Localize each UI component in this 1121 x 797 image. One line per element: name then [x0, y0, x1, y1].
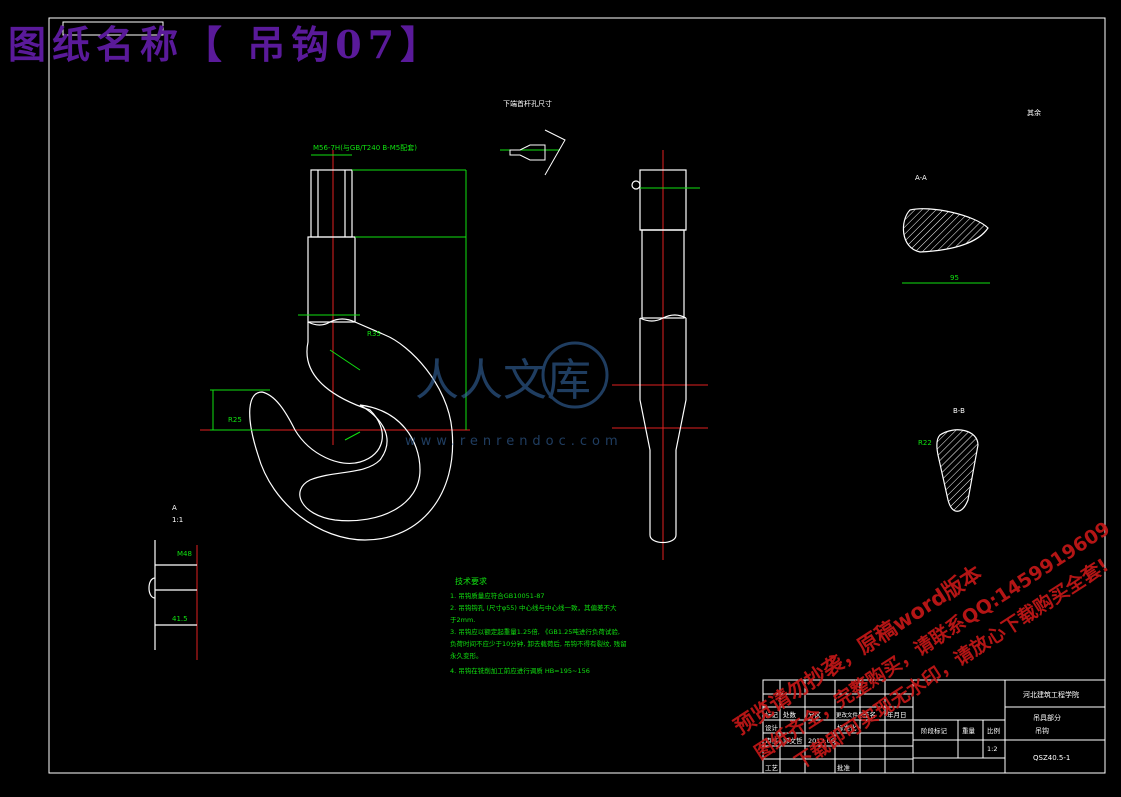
tb-cell: 批准	[837, 763, 851, 772]
section-bb-shape	[936, 429, 979, 512]
tb-cell: 工艺	[765, 764, 779, 772]
tb-header: 签名	[863, 710, 876, 719]
title-block-grid	[762, 679, 1106, 774]
section-aa-label: A-A	[915, 174, 927, 182]
lower-hole-detail	[509, 129, 566, 176]
watermark-logo-text: 人人文库	[415, 355, 591, 406]
tb-header: 标记	[765, 710, 779, 719]
tb-scale-value: 1:2	[987, 745, 997, 753]
dim-r35: R35	[367, 330, 381, 338]
title-block-text: 河北建筑工程学院 吊具部分 吊钩 QSZ40.5-1 阶段标记 重量 比例 1:…	[765, 690, 1079, 772]
tb-part-name: 吊钩	[1035, 726, 1049, 735]
watermark-logo-url: www.renrendoc.com	[405, 434, 623, 449]
tech-req-line: 2. 吊钩钩孔 (尺寸φ55) 中心线与中心线一致，其偏差不大	[450, 603, 617, 612]
renrendoc-watermark: 人人文库 www.renrendoc.com	[405, 341, 623, 449]
tech-req-line: 负荷时间不应少于10分钟, 卸去载荷后, 吊钩不得有裂纹, 残留	[450, 639, 627, 648]
section-aa-shape	[902, 208, 989, 253]
dim-r25: R25	[228, 416, 242, 424]
tech-req-line: 1. 吊钩质量应符合GB10051-87	[450, 591, 545, 600]
tb-cell: 审核	[765, 736, 779, 745]
lower-hole-title: 下端首杆孔尺寸	[503, 99, 552, 108]
tb-header: 年月日	[887, 710, 907, 719]
tb-header: 处数	[783, 710, 797, 719]
tb-scale-label: 比例	[987, 726, 1000, 735]
roughness-note: 其余	[1027, 108, 1041, 117]
tb-cell: 2013.06	[808, 737, 835, 745]
tb-cell: 设计	[765, 723, 779, 732]
thread-callout: M56-7H(与GB/T240 B-M5配套)	[313, 143, 417, 152]
dim-r22: R22	[918, 439, 932, 447]
tb-cell: 标准化	[837, 723, 857, 732]
dim-m48: M48	[177, 550, 192, 558]
dim-41-5: 41.5	[172, 615, 188, 623]
tech-requirements: 技术要求 1. 吊钩质量应符合GB10051-87 2. 吊钩钩孔 (尺寸φ55…	[450, 576, 627, 675]
tech-req-heading: 技术要求	[455, 576, 487, 586]
drawing-title-stamp: 图纸名称【 吊钩07】	[8, 22, 445, 67]
tb-part-group: 吊具部分	[1033, 713, 1061, 722]
tb-stage-mark: 阶段标记	[921, 726, 948, 735]
tb-header: 更改文件号	[836, 711, 864, 719]
diagonal-watermark: 预览请勿抄袭，原稿word版本 图纸齐全，完整购买，请联系QQ:14599196…	[730, 517, 1115, 775]
tech-req-line: 3. 吊钩应以额定起重量1.25倍, 《GB1.25吨进行负荷试验,	[450, 627, 620, 636]
corner-tag-box	[62, 21, 164, 36]
hook-front-view	[249, 169, 454, 541]
dimension-lines	[210, 149, 990, 441]
dim-95: 95	[950, 274, 959, 282]
tech-req-line: 于2mm.	[450, 616, 475, 624]
tb-header: 分区	[808, 710, 822, 719]
tech-req-line: 4. 吊钩在铣削加工前应进行调质 HB=195~156	[450, 666, 590, 675]
view-a-scale: 1:1	[172, 516, 183, 524]
tb-drawing-no: QSZ40.5-1	[1033, 754, 1070, 762]
dimension-labels: M56-7H(与GB/T240 B-M5配套) 95 R22 R35 R25 M…	[172, 143, 959, 623]
drawing-frame	[48, 17, 1106, 774]
centerlines	[196, 150, 708, 660]
section-bb-label: B-B	[953, 407, 965, 415]
view-a-label: A	[172, 504, 177, 512]
tb-weight: 重量	[962, 727, 976, 735]
tb-cell: 郭文哲	[783, 736, 803, 745]
tb-school: 河北建筑工程学院	[1023, 690, 1079, 699]
tech-req-line: 永久变形。	[450, 651, 483, 660]
hook-side-view	[631, 169, 687, 544]
view-a-detail	[148, 540, 197, 650]
